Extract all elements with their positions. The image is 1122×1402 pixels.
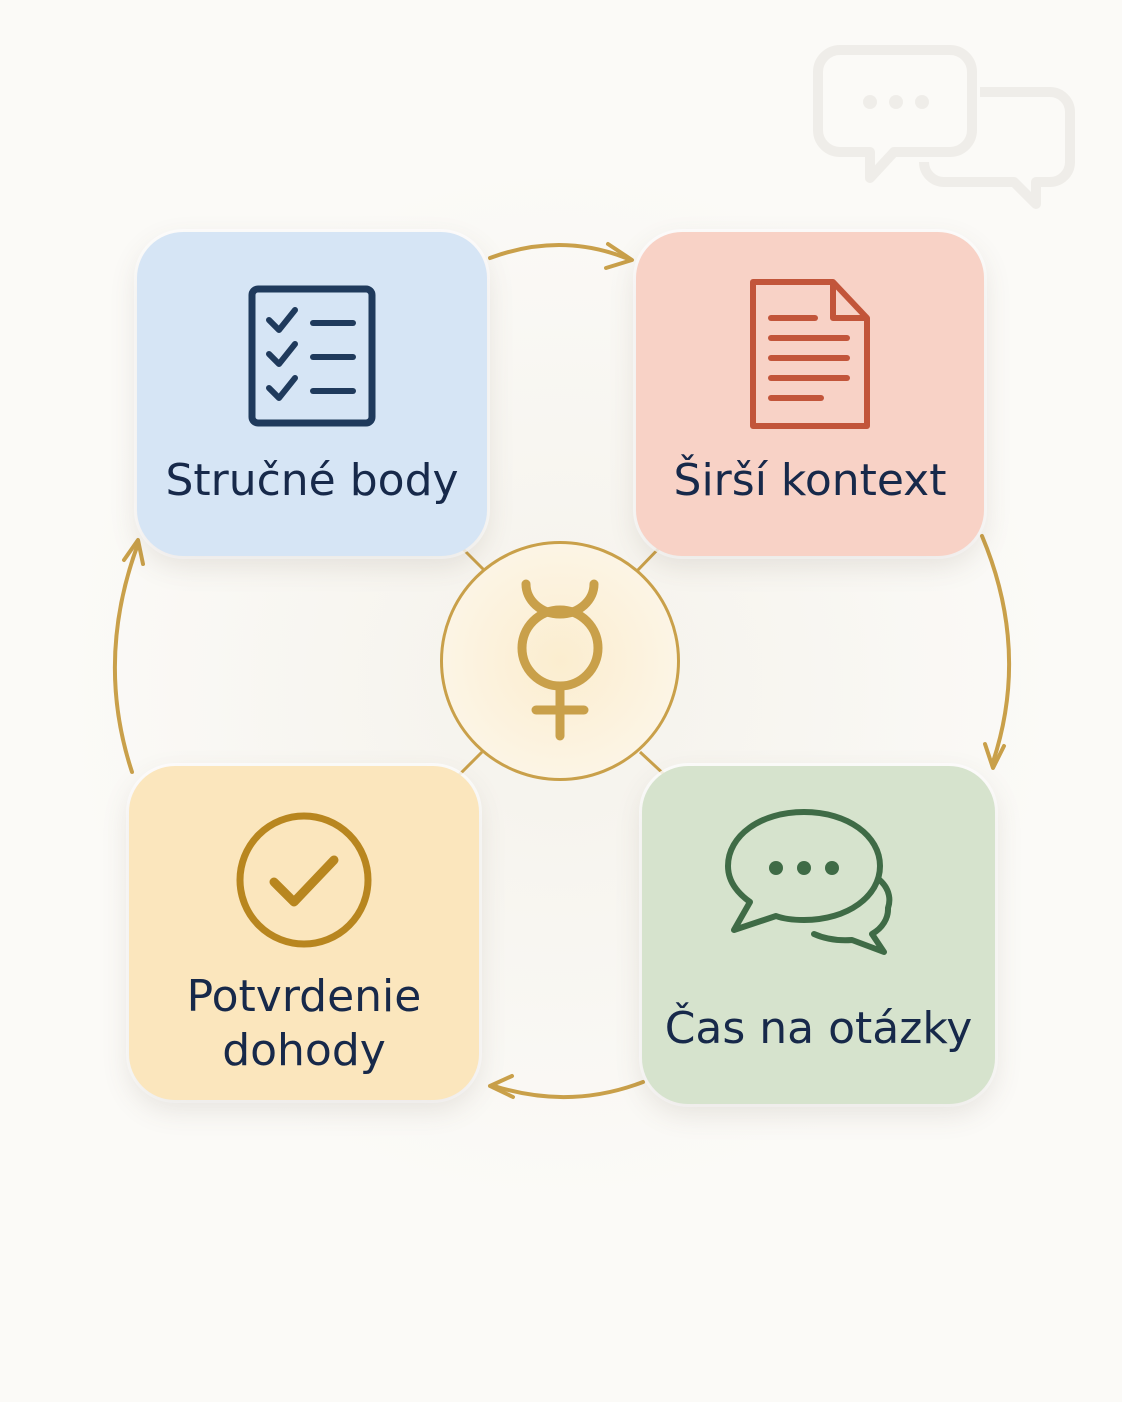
connector-line-bl — [454, 750, 484, 780]
arrow-left — [112, 538, 145, 774]
faded-chat-bubbles-icon — [813, 45, 1075, 209]
arrow-bottom — [488, 1074, 645, 1100]
arrow-top — [488, 242, 634, 270]
document-icon — [750, 279, 870, 429]
chat-bubbles-icon — [724, 809, 892, 955]
step-card-wider-context: Širší kontext — [636, 232, 984, 556]
step-card-agreement-confirmation: Potvrdenie dohody — [129, 766, 479, 1100]
checklist-icon — [248, 285, 376, 427]
mercury-symbol-icon — [517, 579, 603, 741]
step-label: Čas na otázky — [664, 1003, 973, 1054]
center-hub — [440, 541, 680, 781]
step-card-question-time: Čas na otázky — [642, 766, 995, 1104]
step-label: Stručné body — [165, 455, 459, 506]
check-circle-icon — [236, 812, 372, 948]
arrow-right — [980, 534, 1012, 770]
step-label: Širší kontext — [673, 455, 947, 506]
step-card-brief-points: Stručné body — [137, 232, 487, 556]
step-label: Potvrdenie dohody — [186, 971, 422, 1076]
